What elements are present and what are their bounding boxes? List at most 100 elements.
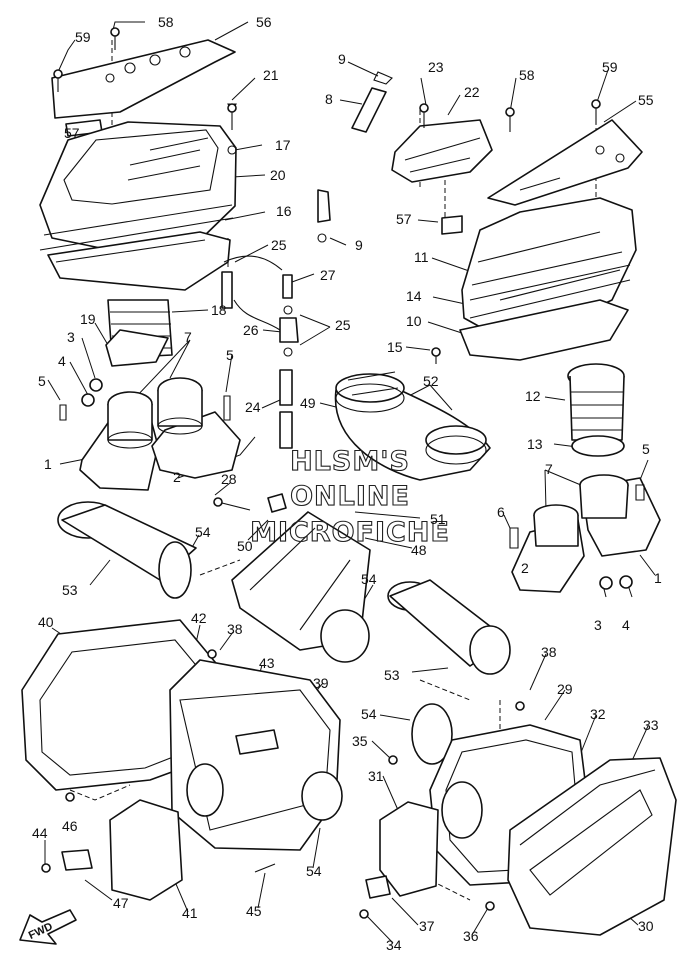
- part-labels: 59 58 56 9 21 8 23 22 58 59 55 17 20 16 …: [32, 14, 662, 953]
- bracket-55: [487, 119, 643, 206]
- filter-case-left: [21, 619, 343, 901]
- part-label: 41: [182, 905, 198, 921]
- central-elbow: [334, 371, 491, 481]
- part-label: 9: [355, 237, 363, 253]
- bracket-50: [267, 493, 287, 513]
- grommet-3b: [599, 576, 613, 590]
- part-label: 17: [275, 137, 291, 153]
- part-label: 19: [80, 311, 96, 327]
- bracket-56: [51, 39, 236, 119]
- air-box-right: [391, 119, 643, 361]
- part-label: 38: [227, 621, 243, 637]
- part-label: 8: [325, 91, 333, 107]
- watermark-line-2: ONLINE: [290, 481, 410, 512]
- check-valve-26: [279, 317, 299, 343]
- part-label: 5: [642, 441, 650, 457]
- hose-elbow-9: [317, 189, 331, 223]
- intake-pipes: [57, 493, 511, 675]
- part-label: 53: [62, 582, 78, 598]
- part-label: 27: [320, 267, 336, 283]
- part-label: 14: [406, 288, 422, 304]
- part-label: 54: [195, 524, 211, 540]
- part-label: 28: [221, 471, 237, 487]
- part-label: 58: [519, 67, 535, 83]
- part-label: 48: [411, 542, 427, 558]
- part-label: 10: [406, 313, 422, 329]
- bracket-57b: [441, 215, 463, 235]
- part-label: 7: [545, 461, 553, 477]
- part-label: 22: [464, 84, 480, 100]
- part-label: 49: [300, 395, 316, 411]
- part-label: 3: [67, 329, 75, 345]
- part-label: 59: [602, 59, 618, 75]
- part-label: 44: [32, 825, 48, 841]
- part-label: 38: [541, 644, 557, 660]
- part-label: 2: [173, 469, 181, 485]
- fwd-arrow: FWD: [19, 909, 77, 945]
- part-label: 7: [184, 329, 192, 345]
- part-label: 5: [38, 373, 46, 389]
- part-label: 54: [361, 571, 377, 587]
- part-label: 54: [306, 863, 322, 879]
- part-label: 1: [44, 456, 52, 472]
- intake-left: [59, 299, 241, 491]
- screws-top-left: [53, 27, 237, 113]
- band-54c: [411, 703, 453, 765]
- part-label: 6: [497, 504, 505, 520]
- band-54: [158, 541, 192, 599]
- part-label: 25: [271, 237, 287, 253]
- part-label: 53: [384, 667, 400, 683]
- part-label: 54: [361, 706, 377, 722]
- part-label: 36: [463, 928, 479, 944]
- part-label: 24: [245, 399, 261, 415]
- part-label: 57: [396, 211, 412, 227]
- part-label: 50: [237, 538, 253, 554]
- part-label: 29: [557, 681, 573, 697]
- hose-8: [351, 87, 387, 133]
- part-label: 26: [243, 322, 259, 338]
- grommet-3: [89, 378, 103, 392]
- grommet-4: [81, 393, 95, 407]
- part-label: 59: [75, 29, 91, 45]
- part-label: 31: [368, 768, 384, 784]
- part-label: 23: [428, 59, 444, 75]
- part-label: 39: [313, 675, 329, 691]
- air-box-base-16: [47, 231, 231, 291]
- air-box-base-10: [459, 299, 629, 361]
- bracket-31: [379, 801, 439, 897]
- hose-27: [282, 274, 293, 299]
- filter-30: [507, 757, 677, 936]
- part-label: 16: [276, 203, 292, 219]
- bracket-37: [365, 875, 391, 899]
- part-label: 4: [622, 617, 630, 633]
- bracket-47: [61, 849, 93, 871]
- breather-hoses: [221, 71, 393, 449]
- part-label: 47: [113, 895, 129, 911]
- part-label: 2: [521, 560, 529, 576]
- part-label: 55: [638, 92, 654, 108]
- part-label: 21: [263, 67, 279, 83]
- hose-25: [221, 271, 233, 309]
- part-label: 57: [64, 125, 80, 141]
- part-label: 30: [638, 918, 654, 934]
- part-label: 25: [335, 317, 351, 333]
- watermark-line-1: HLSM'S: [290, 446, 410, 477]
- part-label: 12: [525, 388, 541, 404]
- grommet-4b: [619, 575, 633, 589]
- air-box-cover-11: [461, 197, 637, 329]
- part-label: 11: [414, 249, 429, 265]
- part-label: 9: [338, 51, 346, 67]
- hose-24: [279, 369, 293, 406]
- band-54b: [320, 609, 370, 663]
- part-label: 20: [270, 167, 286, 183]
- bracket-43: [235, 729, 279, 755]
- part-label: 34: [386, 937, 402, 953]
- part-label: 52: [423, 373, 439, 389]
- part-label: 45: [246, 903, 262, 919]
- watermark: HLSM'S ONLINE MICROFICHE: [250, 445, 450, 548]
- air-box-left: [39, 39, 237, 291]
- filter-case-right: [359, 701, 677, 936]
- part-label: 58: [158, 14, 174, 30]
- part-label: 35: [352, 733, 368, 749]
